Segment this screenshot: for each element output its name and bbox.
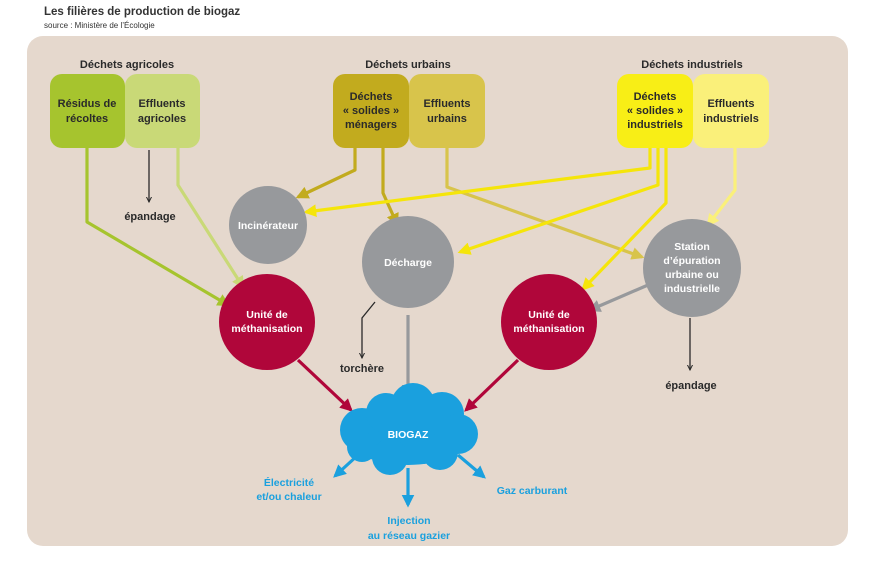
box-residus-recoltes: Résidus de récoltes: [50, 74, 125, 148]
arrow-methanisation-left-to-biogaz: [296, 358, 353, 412]
svg-text:Station: Station: [674, 241, 710, 253]
svg-text:industrielle: industrielle: [664, 283, 720, 295]
svg-text:ménagers: ménagers: [345, 119, 397, 131]
svg-text:« solides »: « solides »: [627, 105, 683, 117]
svg-text:récoltes: récoltes: [66, 113, 108, 125]
svg-text:« solides »: « solides »: [343, 105, 399, 117]
box-effluents-agricoles: Effluents agricoles: [125, 74, 200, 148]
arrow-effluents-agricoles-to-methanisation: [176, 148, 245, 290]
label-injection-line1: Injection: [387, 515, 430, 527]
label-injection-line2: au réseau gazier: [368, 530, 450, 542]
label-epandage-right: épandage: [665, 380, 716, 392]
arrow-station-to-methanisation: [587, 283, 649, 312]
label-gaz-carburant: Gaz carburant: [497, 485, 568, 497]
svg-text:Unité de: Unité de: [528, 309, 570, 321]
node-methanisation-right: Unité de méthanisation: [501, 274, 597, 370]
arrow-menagers-to-incinerateur: [295, 148, 357, 199]
label-torchere: torchère: [340, 363, 384, 375]
box-dechets-solides-menagers: Déchets « solides » ménagers: [333, 74, 409, 148]
arrow-decharge-to-torchere: [362, 301, 376, 358]
svg-text:urbains: urbains: [427, 113, 467, 125]
category-industriels: Déchets industriels: [641, 59, 742, 71]
box-dechets-solides-industriels: Déchets « solides » industriels: [617, 74, 693, 148]
box-effluents-urbains: Effluents urbains: [409, 74, 485, 148]
arrow-menagers-to-decharge: [381, 148, 399, 227]
svg-text:méthanisation: méthanisation: [513, 323, 584, 335]
svg-text:BIOGAZ: BIOGAZ: [388, 429, 429, 441]
node-biogaz-cloud: BIOGAZ: [340, 383, 478, 475]
arrow-industriels-to-decharge: [457, 148, 660, 255]
label-epandage-left: épandage: [124, 211, 175, 223]
svg-text:méthanisation: méthanisation: [231, 323, 302, 335]
svg-text:industriels: industriels: [627, 119, 683, 131]
svg-text:Résidus de: Résidus de: [58, 98, 117, 110]
svg-text:Décharge: Décharge: [384, 257, 432, 269]
arrow-biogaz-to-gaz-carburant: [456, 453, 486, 479]
svg-text:agricoles: agricoles: [138, 113, 186, 125]
svg-text:urbaine ou: urbaine ou: [665, 269, 719, 281]
svg-text:Unité de: Unité de: [246, 309, 288, 321]
svg-text:Effluents: Effluents: [423, 98, 470, 110]
arrow-effluents-industriels-to-station: [706, 148, 737, 228]
source-note: source : Ministère de l’Écologie: [44, 21, 155, 30]
page-title: Les filières de production de biogaz: [44, 6, 241, 18]
box-effluents-industriels: Effluents industriels: [693, 74, 769, 148]
svg-text:industriels: industriels: [703, 113, 759, 125]
svg-text:Effluents: Effluents: [138, 98, 185, 110]
category-urbains: Déchets urbains: [365, 59, 451, 71]
arrow-methanisation-right-to-biogaz: [464, 358, 520, 412]
arrow-industriels-to-incinerateur: [303, 148, 652, 218]
arrow-effluents-urbains-to-station: [445, 148, 645, 260]
arrow-industriels-to-methanisation: [581, 148, 668, 291]
svg-text:Déchets: Déchets: [634, 91, 677, 103]
arrow-residus-to-methanisation: [85, 148, 231, 307]
node-station-epuration: Station d’épuration urbaine ou industrie…: [643, 219, 741, 317]
node-methanisation-left: Unité de méthanisation: [219, 274, 315, 370]
svg-text:Incinérateur: Incinérateur: [238, 220, 298, 232]
svg-text:Effluents: Effluents: [707, 98, 754, 110]
svg-text:Déchets: Déchets: [350, 91, 393, 103]
node-decharge: Décharge: [362, 216, 454, 308]
label-electricite-line1: Électricité: [264, 476, 314, 489]
category-agricoles: Déchets agricoles: [80, 59, 174, 71]
svg-text:d’épuration: d’épuration: [663, 255, 720, 267]
node-incinerateur: Incinérateur: [229, 186, 307, 264]
label-electricite-line2: et/ou chaleur: [256, 491, 321, 503]
